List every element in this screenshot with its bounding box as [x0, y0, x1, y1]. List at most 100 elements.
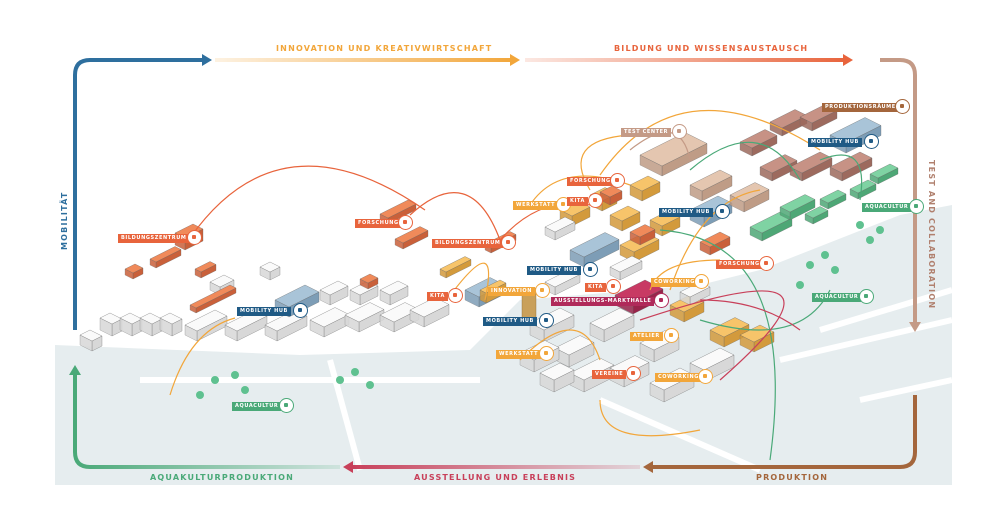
building-42 [639, 132, 708, 167]
car-icon [863, 134, 879, 149]
education-icon [500, 235, 516, 250]
robot-arm-icon [894, 99, 910, 114]
building-5 [184, 309, 228, 332]
connection-arc-9 [819, 154, 863, 201]
building-14 [379, 280, 409, 296]
label-mobility-hub: MOBILITY HUB [527, 266, 581, 275]
theme-innovation: INNOVATION UND KREATIVWIRTSCHAFT [276, 44, 493, 53]
label-werkstatt: WERKSTATT [513, 201, 559, 210]
building-57 [629, 224, 656, 238]
connection-arc-15 [599, 399, 701, 437]
tree-13 [856, 221, 864, 229]
label-kita: KITA [567, 197, 589, 206]
label-forschung: FORSCHUNG [716, 260, 763, 269]
production-arrowhead [643, 461, 653, 473]
label-mobility-hub: MOBILITY HUB [483, 317, 537, 326]
education-arrow-line [525, 58, 847, 62]
building-22 [359, 273, 379, 284]
building-4 [159, 312, 183, 325]
tree-7 [806, 261, 814, 269]
building-0 [79, 329, 103, 342]
tree-3 [196, 391, 204, 399]
theme-education: BILDUNG UND WISSENSAUSTAUSCH [614, 44, 809, 53]
label-aquacultur: AQUACULTUR [862, 203, 912, 212]
connection-arc-12 [699, 299, 801, 331]
research-icon [609, 173, 625, 188]
tree-2 [241, 386, 249, 394]
label-mobility-hub: MOBILITY HUB [808, 138, 862, 147]
tree-0 [211, 376, 219, 384]
connection-arc-1 [409, 192, 501, 241]
brush-icon [664, 328, 680, 343]
connection-arc-11 [699, 289, 831, 331]
label-aquacultur: AQUACULTUR [232, 402, 282, 411]
building-35 [609, 205, 641, 222]
innovation-arrow-line [215, 58, 515, 62]
building-26 [274, 284, 320, 308]
building-43 [689, 169, 733, 192]
building-19 [124, 263, 144, 274]
theme-exhibition: AUSSTELLUNG UND ERLEBNIS [414, 473, 577, 482]
building-11 [409, 297, 450, 318]
building-72 [609, 255, 643, 273]
building-36 [629, 175, 661, 192]
label-forschung: FORSCHUNG [355, 219, 402, 228]
label-forschung: FORSCHUNG [567, 177, 614, 186]
aquaculture-arrowhead [69, 365, 81, 375]
test-arrowhead [909, 322, 921, 332]
car-icon [538, 313, 554, 328]
exhibition-arrow-line [350, 465, 640, 469]
mobility-arrowhead [202, 54, 212, 66]
building-53 [869, 163, 899, 179]
building-20 [194, 261, 217, 273]
building-59 [599, 185, 623, 198]
building-52 [779, 194, 816, 213]
tree-10 [866, 236, 874, 244]
tree-1 [231, 371, 239, 379]
water-area [55, 205, 952, 485]
label-innovation: INNOVATION [488, 287, 536, 296]
connection-arc-6 [599, 110, 821, 176]
building-48 [759, 154, 798, 174]
tree-6 [366, 381, 374, 389]
tree-11 [876, 226, 884, 234]
building-58 [699, 231, 731, 248]
building-49 [789, 151, 833, 174]
coworking-icon [697, 369, 713, 384]
production-arrow-line [650, 395, 917, 469]
coworking-icon [693, 274, 709, 289]
label-bildungszentrum: BILDUNGSZENTRUM [118, 234, 190, 243]
label-atelier: ATELIER [630, 332, 663, 341]
connection-arc-0 [189, 165, 426, 239]
label-coworking: COWORKING [655, 373, 702, 382]
research-icon [397, 215, 413, 230]
connection-arc-18 [669, 189, 761, 291]
label-coworking: COWORKING [651, 278, 698, 287]
building-45 [739, 129, 778, 149]
plant-icon [279, 398, 294, 413]
building-24 [394, 226, 429, 244]
innovation-icon [535, 283, 550, 298]
test-arrow-line [880, 58, 917, 325]
community-icon [626, 366, 642, 381]
label-aquacultur: AQUACULTUR [812, 293, 862, 302]
label-kita: KITA [427, 292, 449, 301]
building-70 [539, 362, 575, 381]
kita-icon [588, 193, 604, 208]
tree-8 [821, 251, 829, 259]
theme-aquaculture: AQUAKULTURPRODUKTION [150, 473, 294, 482]
building-31 [439, 256, 472, 273]
plant-icon [859, 289, 874, 304]
label-ausstellungs-markthalle: AUSSTELLUNGS-MARKTHALLE [551, 297, 655, 306]
exhibition-arrowhead [343, 461, 353, 473]
label-werkstatt: WERKSTATT [496, 350, 542, 359]
building-12 [319, 280, 349, 296]
label-test-center: TEST CENTER [621, 128, 672, 137]
car-icon [582, 262, 598, 277]
building-62 [554, 335, 595, 356]
building-63 [589, 307, 635, 331]
theme-production: PRODUKTION [756, 473, 829, 482]
theme-mobility: MOBILITÄT [60, 191, 69, 250]
tree-5 [351, 368, 359, 376]
